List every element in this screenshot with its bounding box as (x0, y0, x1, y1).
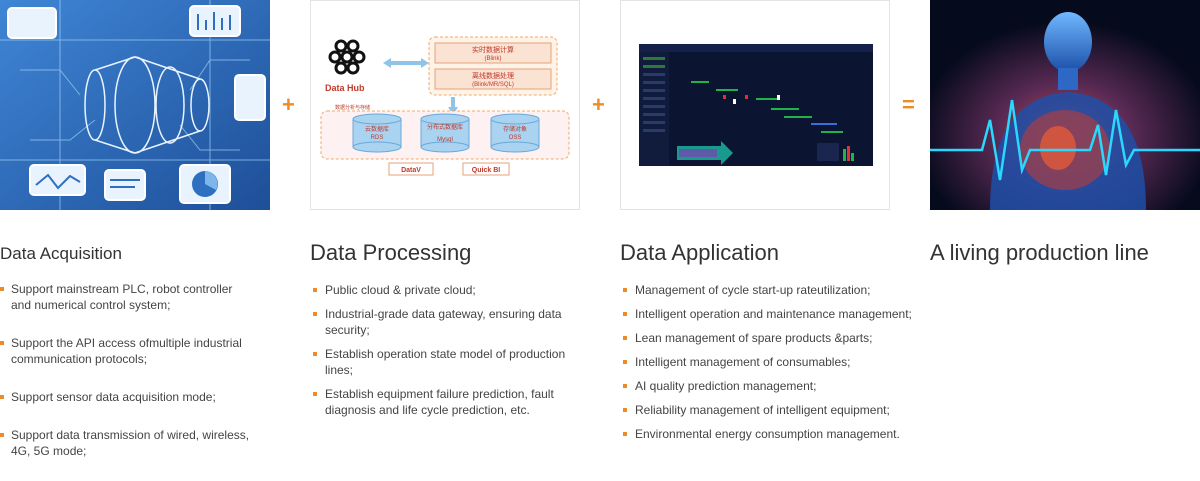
data-processing-title: Data Processing (310, 240, 472, 265)
realtime-compute-title: 实时数据计算 (472, 45, 514, 54)
data-hub-logo (328, 39, 366, 75)
list-item: Lean management of spare products &parts… (620, 330, 920, 346)
living-production-image (930, 0, 1200, 210)
storage-region-label: 数据分析与存储 (335, 104, 370, 111)
data-processing-image: Data Hub 实时数据计算 (Blink) 离线数据处理 (Blink/MR… (310, 0, 580, 210)
list-item: Establish equipment failure prediction, … (310, 386, 575, 418)
equals-operator: = (902, 92, 915, 117)
db-mysql-sub: Mysql (437, 137, 453, 143)
data-processing-list: Public cloud & private cloud; Industrial… (310, 282, 575, 426)
list-item: Environmental energy consumption managem… (620, 426, 920, 442)
list-item: Industrial-grade data gateway, ensuring … (310, 306, 575, 338)
db-oss-title: 存储对象 (503, 125, 527, 133)
list-item: Management of cycle start-up rateutiliza… (620, 282, 920, 298)
data-hub-label: Data Hub (325, 83, 365, 93)
data-application-title: Data Application (620, 240, 779, 265)
list-item: Intelligent management of consumables; (620, 354, 920, 370)
db-oss-sub: OSS (509, 135, 522, 141)
output-quickbi: Quick BI (472, 167, 500, 174)
list-item: Support sensor data acquisition mode; (0, 389, 255, 405)
list-item: Establish operation state model of produ… (310, 346, 575, 378)
db-mysql-title: 分布式数据库 (427, 123, 463, 131)
list-item: Support the API access ofmultiple indust… (0, 335, 255, 367)
plus-operator-1: + (282, 92, 295, 117)
plus-operator-2: + (592, 92, 605, 117)
realtime-compute-sub: (Blink) (484, 56, 501, 62)
offline-process-title: 离线数据处理 (472, 71, 514, 80)
list-item: Public cloud & private cloud; (310, 282, 575, 298)
list-item: Support data transmission of wired, wire… (0, 427, 255, 459)
living-production-title: A living production line (930, 240, 1149, 265)
data-acquisition-image (0, 0, 270, 210)
data-acquisition-title: Data Acquisition (0, 244, 122, 263)
db-rds-title: 云数据库 (365, 125, 389, 133)
data-application-image (620, 0, 890, 210)
offline-process-sub: (Blink/MR/SQL) (472, 82, 514, 88)
list-item: Reliability management of intelligent eq… (620, 402, 920, 418)
output-datav: DataV (401, 167, 421, 174)
list-item: Support mainstream PLC, robot controller… (0, 281, 255, 313)
list-item: AI quality prediction management; (620, 378, 920, 394)
list-item: Intelligent operation and maintenance ma… (620, 306, 920, 322)
data-application-list: Management of cycle start-up rateutiliza… (620, 282, 920, 450)
data-acquisition-list: Support mainstream PLC, robot controller… (0, 281, 255, 481)
db-rds-sub: RDS (371, 135, 384, 141)
